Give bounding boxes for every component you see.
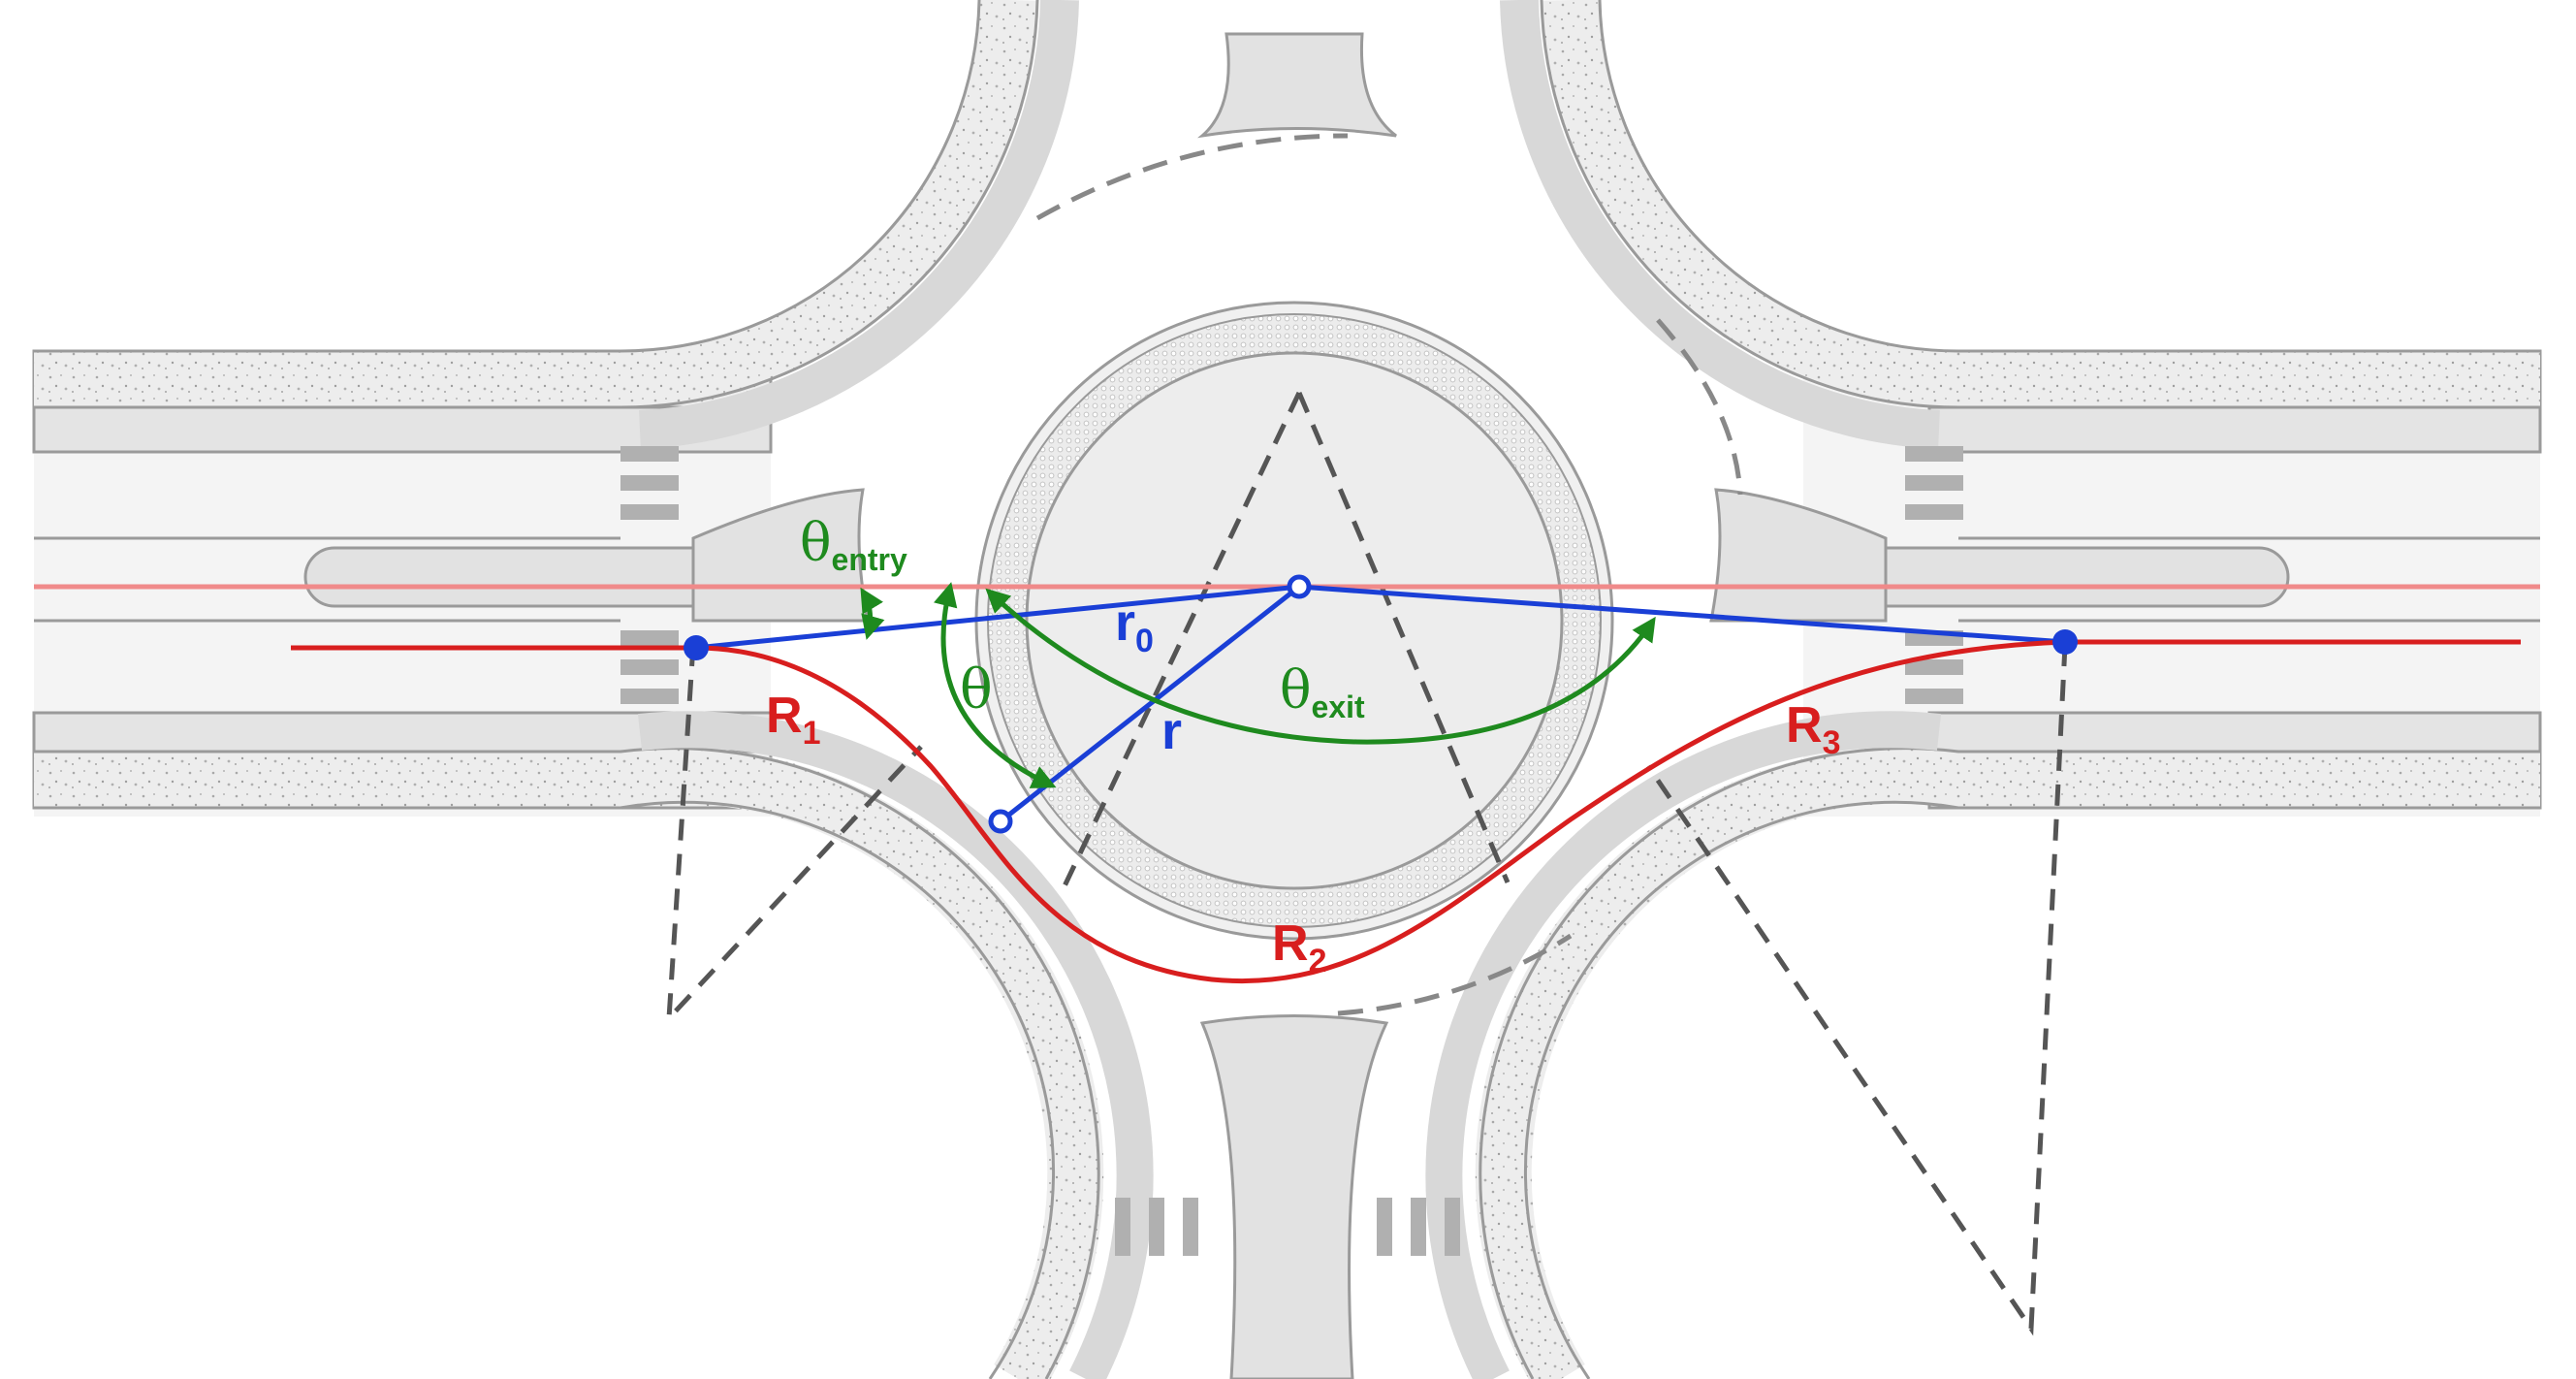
label-r: r: [1161, 702, 1182, 760]
angle-arcs: [860, 582, 1656, 788]
label-theta-exit: θexit: [1280, 659, 1365, 724]
label-r0: r0: [1115, 593, 1154, 659]
entry-point: [684, 635, 709, 660]
vehicle-path: [291, 639, 2521, 983]
label-theta-entry: θentry: [800, 512, 907, 577]
label-r2: R2: [1272, 915, 1326, 979]
theta-exit-arc: [985, 588, 1656, 745]
roundabout-center-point: [1287, 574, 1312, 599]
corner-sidewalks: [34, 0, 2540, 1379]
construction-lines: [666, 391, 2068, 1336]
theta-arc: [934, 582, 1057, 788]
label-r1: R1: [766, 688, 820, 752]
exit-point: [2052, 629, 2078, 655]
road-layout: [32, 0, 2542, 1379]
circulating-point: [988, 809, 1013, 834]
label-theta: θ: [960, 658, 993, 722]
crosswalks: [620, 446, 1963, 1256]
label-r3: R3: [1786, 697, 1840, 761]
diagram-labels: R1 R2 R3 r0 r θentry θ θexit: [766, 512, 1840, 979]
dashed-yield-arcs: [1035, 133, 1743, 1016]
theta-entry-arc: [860, 587, 885, 640]
